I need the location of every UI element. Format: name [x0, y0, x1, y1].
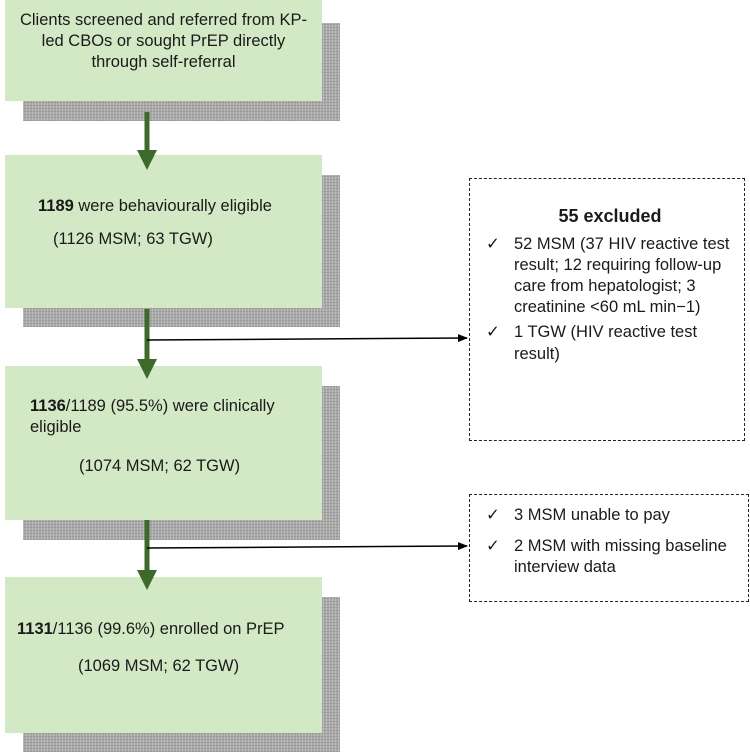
enrolled-line: 1131/1136 (99.6%) enrolled on PrEP: [17, 619, 312, 640]
excluded-item-msm-text: 52 MSM (37 HIV reactive test result; 12 …: [514, 235, 730, 317]
screened-text: Clients screened and referred from KP-le…: [19, 11, 308, 72]
behavioural-eligible-line: 1189 were behaviourally eligible: [38, 196, 312, 217]
behavioural-eligible-box: 1189 were behaviourally eligible (1126 M…: [5, 155, 322, 308]
behavioural-count: 1189: [38, 197, 74, 215]
clinical-eligible-line: 1136/1189 (95.5%) were clinically eligib…: [30, 396, 310, 438]
enrolled-breakdown: (1069 MSM; 62 TGW): [78, 657, 240, 676]
clinical-text: /1189 (95.5%) were clinically eligible: [30, 397, 275, 437]
excluded-item-missing-data: ✓ 2 MSM with missing baseline interview …: [486, 536, 738, 578]
check-icon: ✓: [486, 235, 500, 254]
enrolled-text: /1136 (99.6%) enrolled on PrEP: [52, 620, 285, 638]
excluded-item-tgw: ✓ 1 TGW (HIV reactive test result): [486, 322, 734, 364]
excluded-item-unable-to-pay: ✓ 3 MSM unable to pay: [486, 505, 738, 526]
excluded-box-2: ✓ 3 MSM unable to pay ✓ 2 MSM with missi…: [469, 494, 749, 602]
excluded-item-tgw-text: 1 TGW (HIV reactive test result): [514, 323, 698, 363]
excluded-item-unable-to-pay-text: 3 MSM unable to pay: [514, 506, 670, 524]
behavioural-text: were behaviourally eligible: [73, 197, 272, 215]
clinical-breakdown: (1074 MSM; 62 TGW): [79, 457, 241, 476]
excluded-item-missing-data-text: 2 MSM with missing baseline interview da…: [514, 537, 727, 577]
behavioural-breakdown: (1126 MSM; 63 TGW): [53, 230, 213, 249]
screened-box: Clients screened and referred from KP-le…: [5, 0, 322, 101]
check-icon: ✓: [486, 506, 500, 524]
check-icon: ✓: [486, 323, 500, 342]
enrolled-box: 1131/1136 (99.6%) enrolled on PrEP (1069…: [5, 577, 322, 733]
clinical-count: 1136: [30, 397, 66, 415]
clinically-eligible-box: 1136/1189 (95.5%) were clinically eligib…: [5, 366, 322, 520]
exclusion-arrow-1: [146, 334, 468, 343]
exclusion-arrow-2: [146, 542, 468, 551]
excluded-item-msm: ✓ 52 MSM (37 HIV reactive test result; 1…: [486, 234, 734, 318]
check-icon: ✓: [486, 537, 500, 556]
enrolled-count: 1131: [17, 620, 53, 638]
excluded-title: 55 excluded: [558, 206, 662, 226]
excluded-box-1: 55 excluded ✓ 52 MSM (37 HIV reactive te…: [469, 178, 745, 441]
